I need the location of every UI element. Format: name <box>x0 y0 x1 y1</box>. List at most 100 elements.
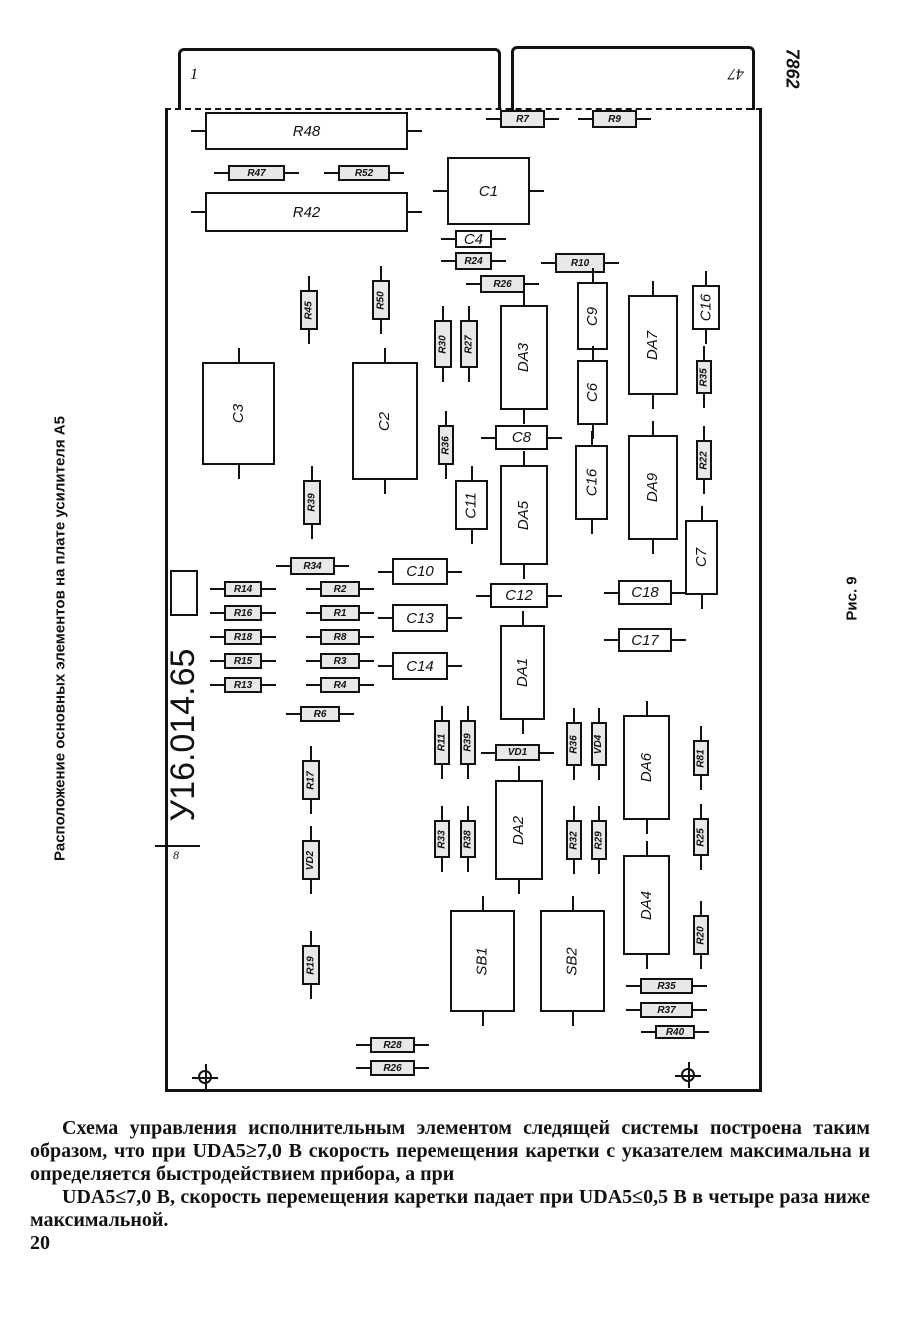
drawing-code: У16.014.65 <box>164 648 202 822</box>
component-resistor: R2 <box>320 581 360 597</box>
component-resistor: R29 <box>591 820 607 860</box>
component-capacitor: C13 <box>392 604 448 632</box>
component-chip: DA1 <box>500 625 545 720</box>
mounting-hole-icon <box>192 1064 218 1090</box>
component-label: DA6 <box>638 752 655 783</box>
component-label: R36 <box>440 435 452 455</box>
component-resistor: R25 <box>693 818 709 856</box>
dimension-line <box>155 845 200 847</box>
component-chip: DA7 <box>628 295 678 395</box>
component-label: VD1 <box>507 747 528 758</box>
component-label: C2 <box>376 411 394 431</box>
component-resistor: R6 <box>300 706 340 722</box>
component-capacitor: C2 <box>352 362 418 480</box>
component-capacitor: C10 <box>392 558 448 585</box>
component-resistor: R17 <box>302 760 320 800</box>
component-resistor-large: R42 <box>205 192 408 232</box>
component-label: R52 <box>354 167 374 179</box>
component-diode: VD2 <box>302 840 320 880</box>
component-label: R1 <box>333 607 347 619</box>
component-resistor: R36 <box>438 425 454 465</box>
component-capacitor: C8 <box>495 425 548 450</box>
component-label: R40 <box>665 1026 685 1038</box>
component-resistor: R8 <box>320 629 360 645</box>
component-resistor: R32 <box>566 820 582 860</box>
component-label: R26 <box>383 1062 402 1074</box>
component-label: SB1 <box>473 946 491 976</box>
dimension-mark: 8 <box>173 848 179 862</box>
component-chip: DA5 <box>500 465 548 565</box>
component-label: VD2 <box>305 850 317 870</box>
component-chip: DA2 <box>495 780 543 880</box>
component-label: R18 <box>233 631 253 643</box>
component-label: R48 <box>292 122 321 140</box>
component-label: DA3 <box>515 342 533 373</box>
component-label: C10 <box>406 563 434 580</box>
component-switch: SB2 <box>540 910 605 1012</box>
body-text: Схема управления исполнительным элементо… <box>30 1117 870 1255</box>
component-label: R35 <box>657 980 676 992</box>
component-label: R29 <box>593 830 605 850</box>
component-capacitor: C4 <box>455 230 492 248</box>
component-resistor: R33 <box>434 820 450 858</box>
component-label: C7 <box>693 547 710 568</box>
pcb-board <box>165 108 762 1092</box>
component-label: R3 <box>333 655 347 667</box>
component-label: R38 <box>462 829 474 849</box>
component-label: C14 <box>406 657 434 675</box>
component-resistor: R36 <box>566 722 582 766</box>
component-capacitor: C16 <box>692 285 720 330</box>
component-chip: DA3 <box>500 305 548 410</box>
component-resistor: R39 <box>460 720 476 765</box>
component-label: R50 <box>375 290 387 310</box>
component-label: C16 <box>697 293 715 322</box>
component-label: DA2 <box>510 815 528 845</box>
component-resistor: R11 <box>434 720 450 765</box>
component-resistor: R13 <box>224 677 262 693</box>
component-resistor: R16 <box>224 605 262 621</box>
component-label: DA4 <box>638 890 655 920</box>
paragraph-1: Схема управления исполнительным элементо… <box>30 1117 870 1185</box>
component-resistor: R45 <box>300 290 318 330</box>
component-capacitor: C12 <box>490 583 548 608</box>
component-label: R42 <box>292 203 321 221</box>
component-capacitor: C11 <box>455 480 488 530</box>
component-resistor: R50 <box>372 280 390 320</box>
component-label: VD4 <box>593 734 605 754</box>
component-label: C16 <box>583 468 600 497</box>
component-label: R20 <box>695 925 707 945</box>
component-label: C4 <box>463 230 484 248</box>
component-label: R2 <box>333 583 347 595</box>
component-resistor: R35 <box>696 360 712 394</box>
component-label: C8 <box>511 429 532 446</box>
component-resistor: R4 <box>320 677 360 693</box>
component-resistor: R3 <box>320 653 360 669</box>
component-label: R39 <box>462 733 474 752</box>
component-chip: DA4 <box>623 855 670 955</box>
component-label: C18 <box>631 584 659 601</box>
component-resistor: R1 <box>320 605 360 621</box>
component-label: R17 <box>305 770 317 790</box>
component-resistor: R38 <box>460 820 476 858</box>
component-resistor: R22 <box>696 440 712 480</box>
component-resistor: R35 <box>640 978 693 994</box>
component-resistor: R81 <box>693 740 709 776</box>
component-switch: SB1 <box>450 910 515 1012</box>
component-label: R34 <box>303 560 322 572</box>
component-label: R6 <box>313 708 327 720</box>
component-label: DA1 <box>514 657 531 688</box>
paragraph-2: UDA5≤7,0 В, скорость перемещения каретки… <box>30 1186 870 1231</box>
component-label: R37 <box>657 1004 676 1016</box>
component-label: R25 <box>695 827 707 847</box>
component-label: C1 <box>478 182 499 200</box>
component-resistor: R37 <box>640 1002 693 1018</box>
component-resistor: R9 <box>592 110 637 128</box>
component-label: R30 <box>437 334 449 354</box>
component-resistor: R30 <box>434 320 452 368</box>
component-label: R10 <box>570 257 590 269</box>
component-label: R28 <box>383 1039 402 1051</box>
component-resistor: R15 <box>224 653 262 669</box>
component-label: R13 <box>233 679 253 691</box>
component-label: R26 <box>493 278 512 290</box>
